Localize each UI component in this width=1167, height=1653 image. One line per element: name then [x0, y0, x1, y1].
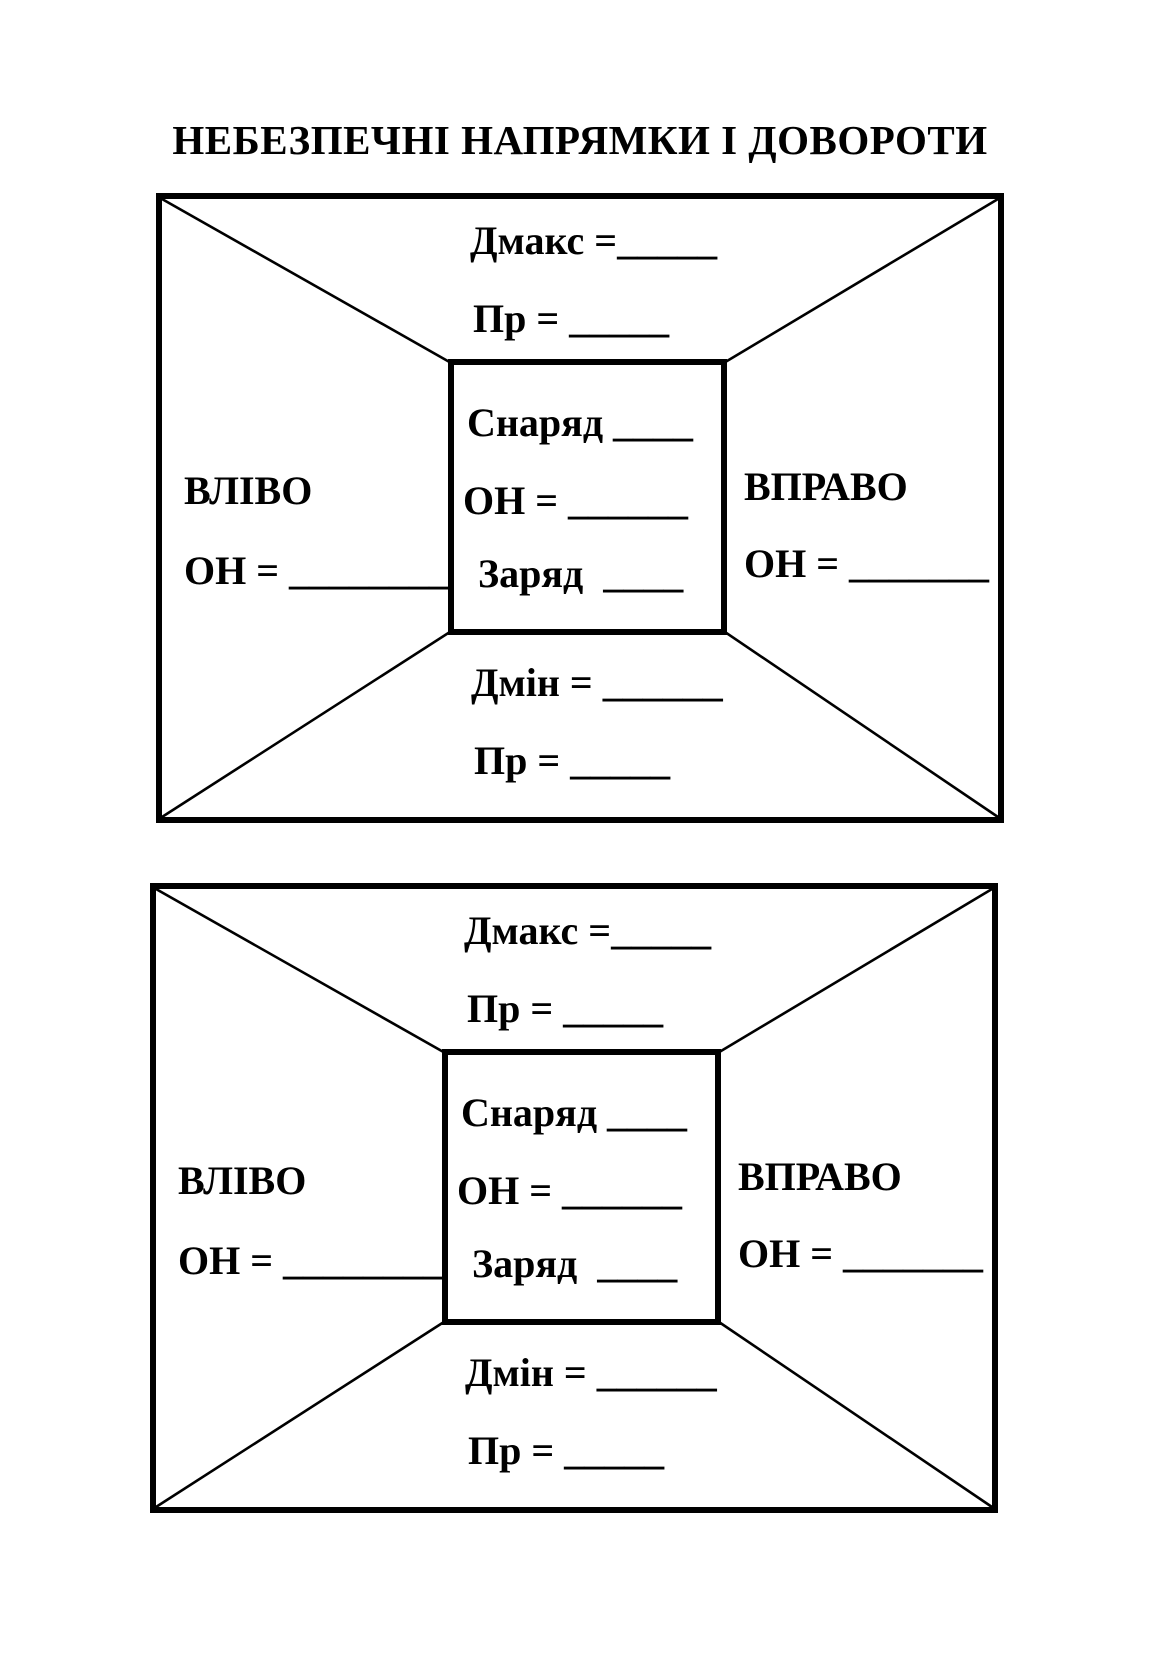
- page-title: НЕБЕЗПЕЧНІ НАПРЯМКИ І ДОВОРОТИ: [172, 117, 988, 163]
- center-on-label: ОН = ______: [463, 478, 689, 523]
- left-direction-label: ВЛІВО: [184, 468, 313, 513]
- diagram-frame: [150, 883, 998, 1513]
- dmin-label: Дмін = ______: [471, 660, 723, 705]
- diagonal-top-left: [155, 887, 448, 1056]
- right-on-label: ОН = _______: [744, 541, 990, 586]
- center-on-label: ОН = ______: [457, 1168, 683, 1213]
- diagonal-bottom-right: [721, 628, 999, 819]
- pr-bottom-label: Пр = _____: [468, 1428, 665, 1473]
- pr-top-label: Пр = _____: [467, 986, 664, 1031]
- diagonal-bottom-left: [161, 628, 454, 819]
- projectile-label: Снаряд ____: [461, 1090, 688, 1135]
- range-card-diagram-2: Дмакс =_____ Пр = _____ ВЛІВО ОН = _____…: [150, 883, 998, 1513]
- left-on-label: ОН = ________: [184, 548, 450, 593]
- outer-rectangle: [156, 193, 1004, 823]
- pr-bottom-label: Пр = _____: [474, 738, 671, 783]
- diagonal-bottom-left: [155, 1318, 448, 1509]
- dmax-label: Дмакс =_____: [464, 908, 712, 953]
- diagonal-top-right: [715, 887, 993, 1056]
- diagram-frame: [156, 193, 1004, 823]
- diagonal-top-left: [161, 197, 454, 366]
- charge-label: Заряд ____: [478, 551, 684, 596]
- inner-target-box: [442, 1049, 721, 1325]
- diagonal-bottom-right: [715, 1318, 993, 1509]
- dmin-label: Дмін = ______: [465, 1350, 717, 1395]
- projectile-label: Снаряд ____: [467, 400, 694, 445]
- diagonal-top-right: [721, 197, 999, 366]
- charge-label: Заряд ____: [472, 1241, 678, 1286]
- left-on-label: ОН = ________: [178, 1238, 444, 1283]
- outer-rectangle: [150, 883, 998, 1513]
- range-card-diagram-1: Дмакс =_____ Пр = _____ ВЛІВО ОН = _____…: [156, 193, 1004, 823]
- dmax-label: Дмакс =_____: [470, 218, 718, 263]
- right-on-label: ОН = _______: [738, 1231, 984, 1276]
- right-direction-label: ВПРАВО: [744, 464, 908, 509]
- inner-target-box: [448, 359, 727, 635]
- right-direction-label: ВПРАВО: [738, 1154, 902, 1199]
- left-direction-label: ВЛІВО: [178, 1158, 307, 1203]
- pr-top-label: Пр = _____: [473, 296, 670, 341]
